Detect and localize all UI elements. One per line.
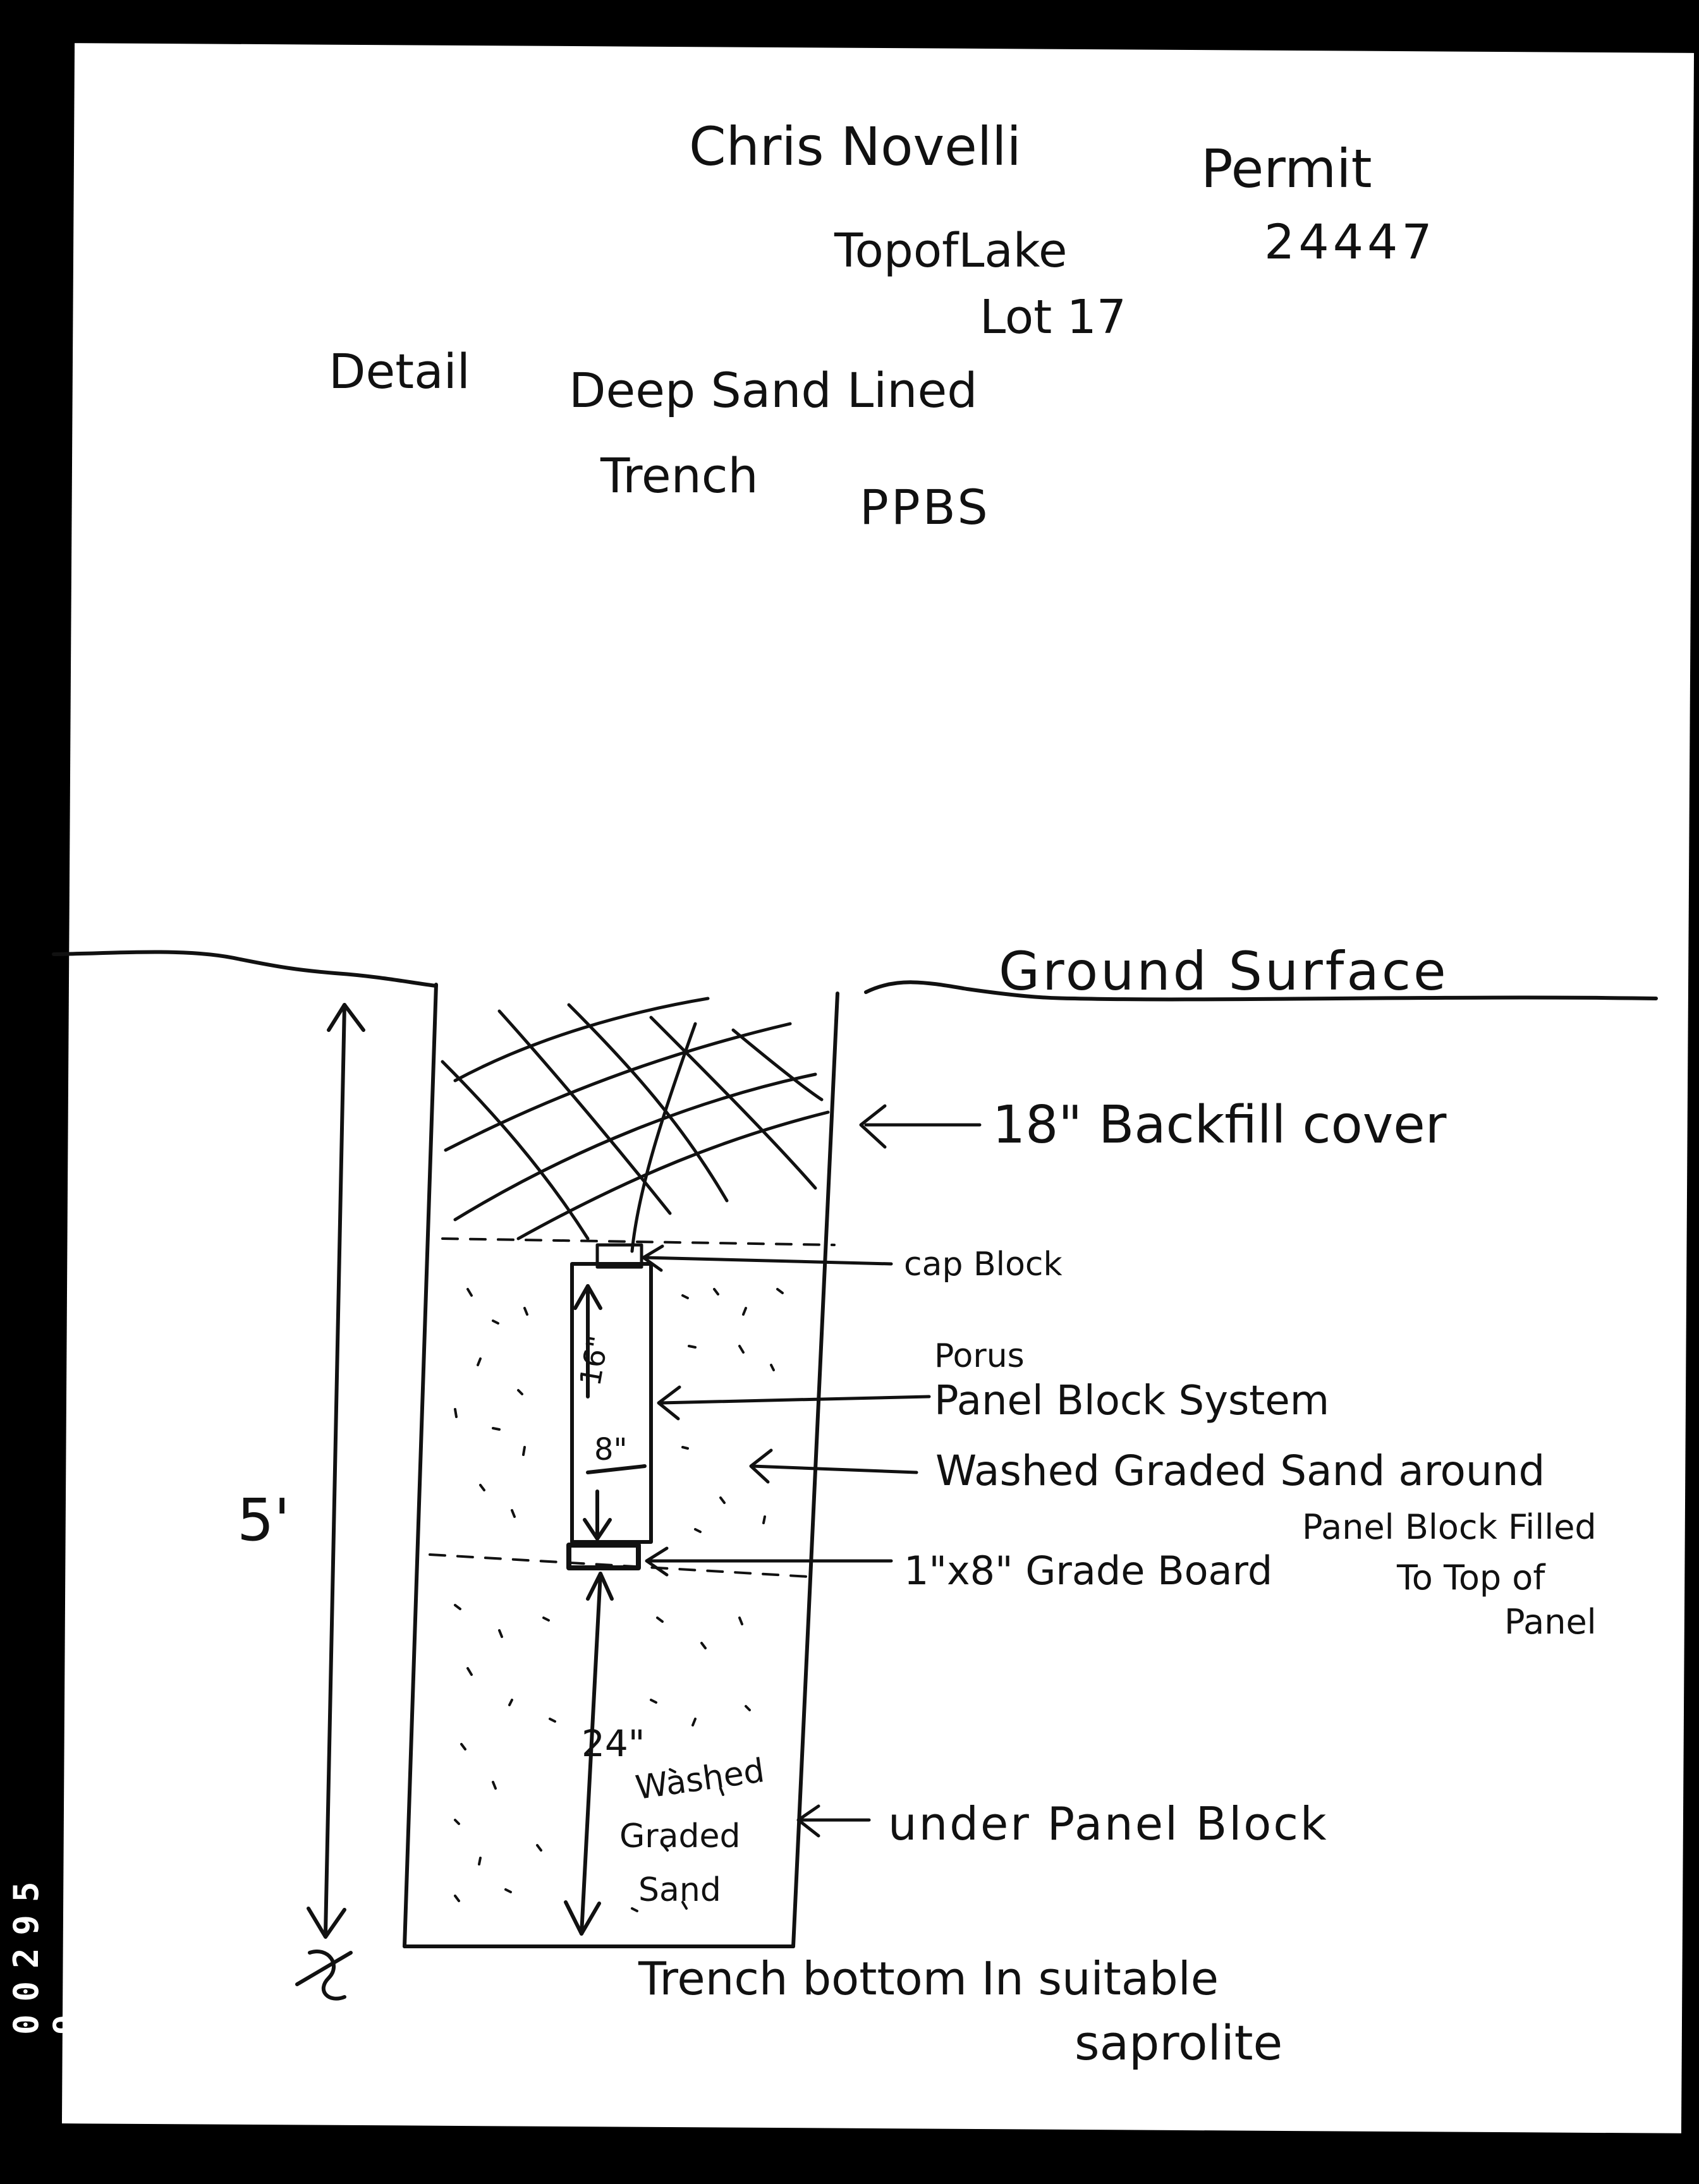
permit-label: Permit <box>1201 138 1372 200</box>
panel-filled-line2: To Top of <box>1397 1558 1545 1598</box>
detail-title-main: Deep Sand Lined <box>569 362 978 418</box>
backfill-crosshatch <box>441 997 830 1253</box>
sand-depth-dimension: 24" <box>582 1722 645 1765</box>
document-stamp-number: 00295 9 <box>6 1869 86 2035</box>
detail-title-ppbs: PPBS <box>860 479 990 535</box>
ground-line-left <box>52 950 438 988</box>
panel-filled-line1: Panel Block Filled <box>1302 1507 1597 1547</box>
panel-block <box>570 1262 653 1544</box>
site-name: TopofLake <box>834 224 1068 278</box>
ground-surface-label: Ground Surface <box>999 940 1449 1002</box>
washed-sand-around-label: Washed Graded Sand around <box>935 1447 1545 1495</box>
owner-name: Chris Novelli <box>689 116 1021 178</box>
panel-filled-line3: Panel <box>1504 1602 1597 1642</box>
detail-title-trench: Trench <box>600 447 758 504</box>
sand-stipple <box>454 1288 784 1912</box>
trench-wall-left <box>403 983 438 1948</box>
leader-arrows <box>642 1104 982 1838</box>
lot-number: Lot 17 <box>980 290 1126 344</box>
ground-line-right <box>864 980 1658 1002</box>
block-height-dimension: 16" <box>573 1333 616 1388</box>
grade-board-label: 1"x8" Grade Board <box>904 1548 1273 1594</box>
top-of-sand-dashed <box>441 1237 836 1246</box>
backfill-label: 18" Backfill cover <box>992 1095 1447 1155</box>
porus-label: Porus <box>934 1337 1025 1375</box>
panel-block-system-label: Panel Block System <box>934 1378 1330 1424</box>
grade-board <box>566 1543 641 1570</box>
sand-label-sand: Sand <box>638 1871 721 1909</box>
depth-dimension: 5' <box>237 1486 290 1554</box>
trench-bottom-label: Trench bottom In suitable <box>638 1952 1219 2005</box>
cap-block <box>595 1243 643 1269</box>
detail-label: Detail <box>329 343 470 399</box>
saprolite-label: saprolite <box>1075 2015 1283 2071</box>
permit-number: 24447 <box>1264 214 1436 270</box>
sand-label-graded: Graded <box>619 1817 741 1855</box>
block-width-dimension: 8" <box>594 1432 628 1467</box>
cap-block-label: cap Block <box>904 1246 1063 1283</box>
grade-level-dashed <box>429 1553 810 1578</box>
under-panel-label: under Panel Block <box>888 1797 1329 1850</box>
